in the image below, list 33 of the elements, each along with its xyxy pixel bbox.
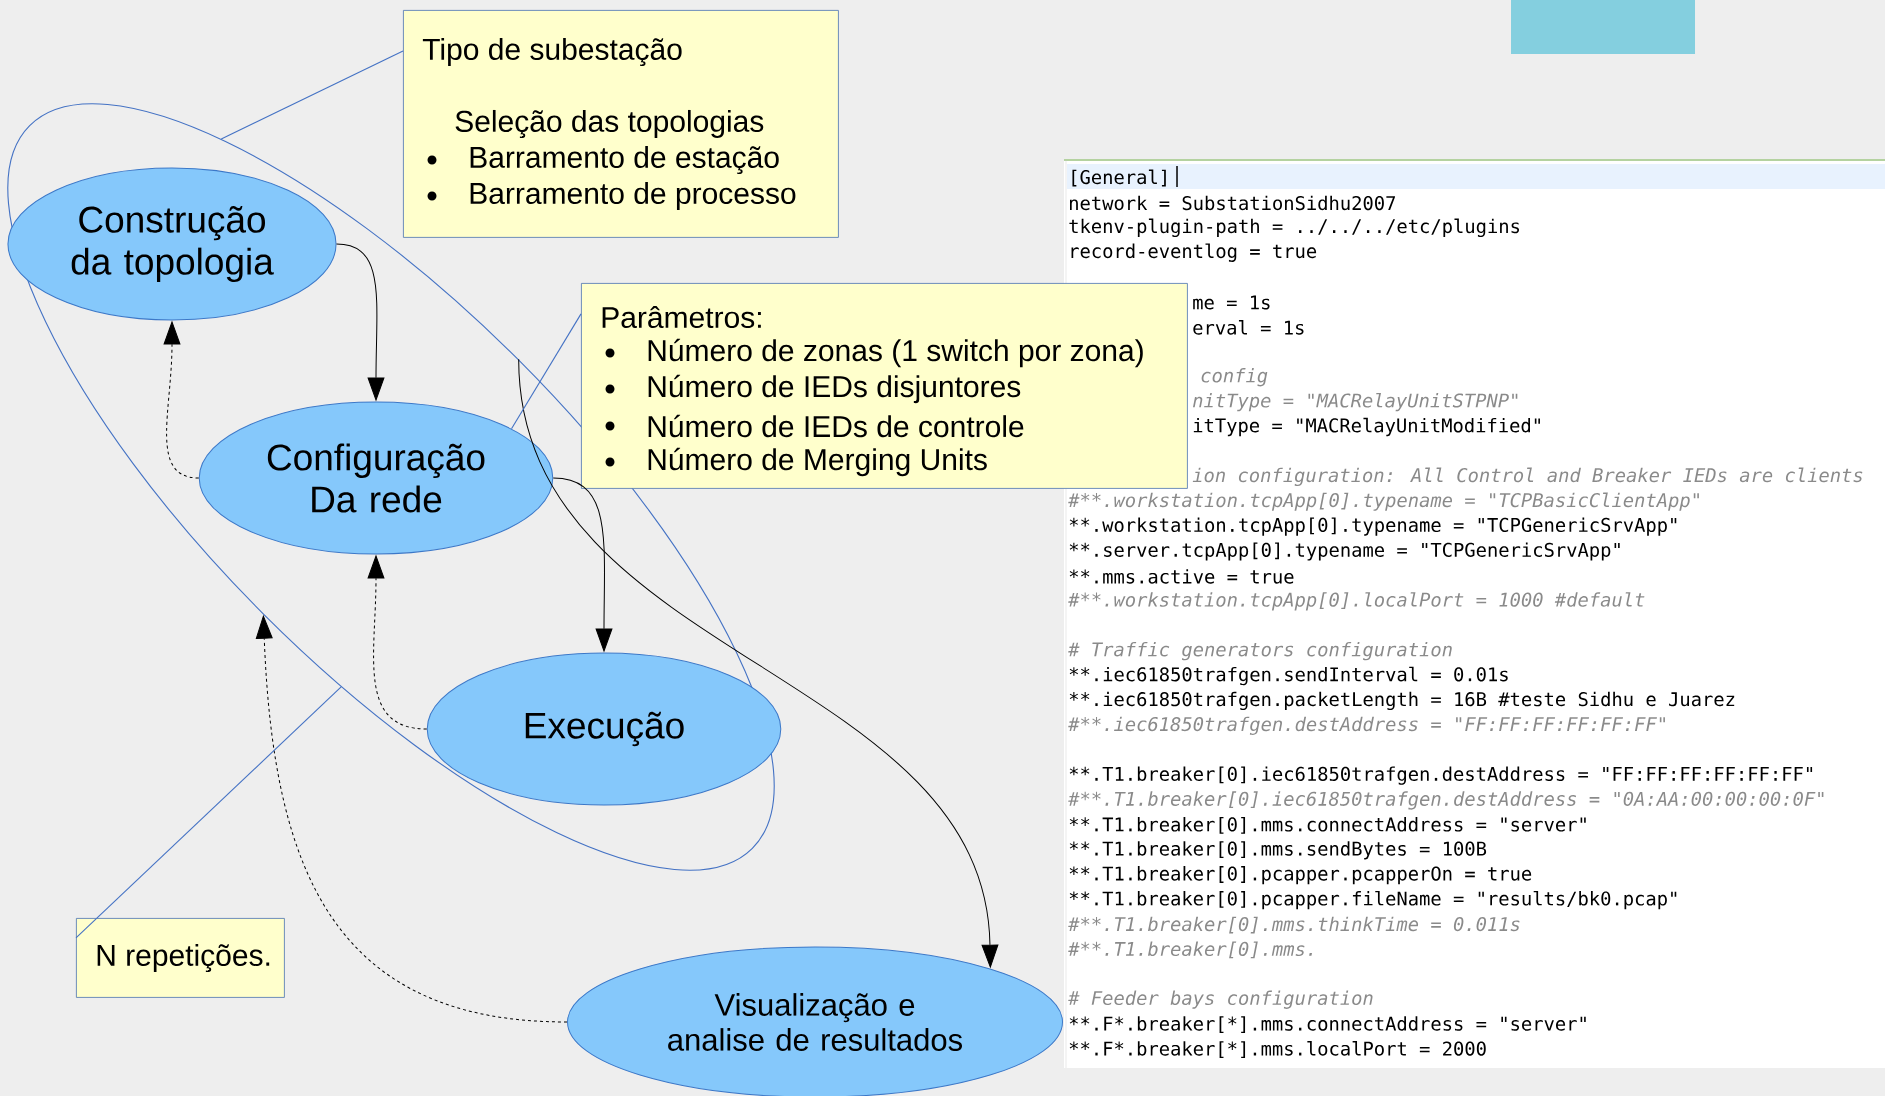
code-line: #**.T1.breaker[0].iec61850trafgen.destAddress = "0A:AA:00:00:00:0F" xyxy=(1068,791,1824,810)
arrow xyxy=(552,477,613,652)
arrow xyxy=(518,358,999,968)
code-line: **.workstation.tcpApp[0].typename = "TCPGenericSrvApp" xyxy=(1069,517,1677,536)
code-line: tkenv-plugin-path = ../../../etc/plugins xyxy=(1069,218,1520,238)
leader-line xyxy=(75,686,342,939)
code-line: [General] xyxy=(1072,169,1166,187)
code-line: **.server.tcpApp[0].typename = "TCPGenericSrvApp" xyxy=(1069,542,1620,561)
callout-box: Tipo de subestação Seleção das topologias Barramento de estação Barramento de processo xyxy=(403,10,839,238)
code-line: record-eventlog = true xyxy=(1071,243,1317,262)
code-line: network = SubstationSidhu2007 xyxy=(1070,195,1395,211)
callout-box: Parâmetros: Número de zonas (1 switch por zona) Número de IEDs disjuntores Número de IEDs de controle Número de Merging Units xyxy=(581,283,1188,489)
leader-line xyxy=(220,50,404,140)
leader-line xyxy=(510,313,582,430)
code-line: #**.workstation.tcpApp[0].typename = "TCPBasicClientApp" xyxy=(1068,492,1699,511)
arrow xyxy=(336,243,385,401)
code-line: **.T1.breaker[0].pcapper.pcapperOn = true xyxy=(1069,866,1532,885)
code-line: #**.T1.breaker[0].mms. xyxy=(1068,941,1312,959)
code-line: **.T1.breaker[0].pcapper.fileName = "results/bk0.pcap" xyxy=(1069,890,1677,910)
callout-box: N repetições. xyxy=(76,918,285,998)
code-line: **.T1.breaker[0].iec61850trafgen.destAddress = "FF:FF:FF:FF:FF:FF" xyxy=(1069,766,1813,785)
code-line: #**.T1.breaker[0].mms.thinkTime = 0.011s xyxy=(1068,916,1520,934)
code-line: **.mms.active = true xyxy=(1069,569,1294,584)
arrow xyxy=(367,555,428,730)
code-line: #**.iec61850trafgen.destAddress = "FF:FF:FF:FF:FF:FF" xyxy=(1068,716,1665,735)
code-line: **.iec61850trafgen.packetLength = 16B #teste Sidhu e Juarez xyxy=(1069,691,1735,711)
arrow xyxy=(163,321,200,479)
arrow xyxy=(255,615,568,1023)
code-line: **.T1.breaker[0].mms.connectAddress = "server" xyxy=(1069,817,1586,834)
code-line: # Traffic generators configuration xyxy=(1068,641,1452,661)
code-line: **.T1.breaker[0].mms.sendBytes = 100B xyxy=(1069,841,1487,860)
code-line: #**.workstation.tcpApp[0].localPort = 1000 #default xyxy=(1068,592,1645,611)
code-line: **.iec61850trafgen.sendInterval = 0.01s xyxy=(1069,666,1508,686)
